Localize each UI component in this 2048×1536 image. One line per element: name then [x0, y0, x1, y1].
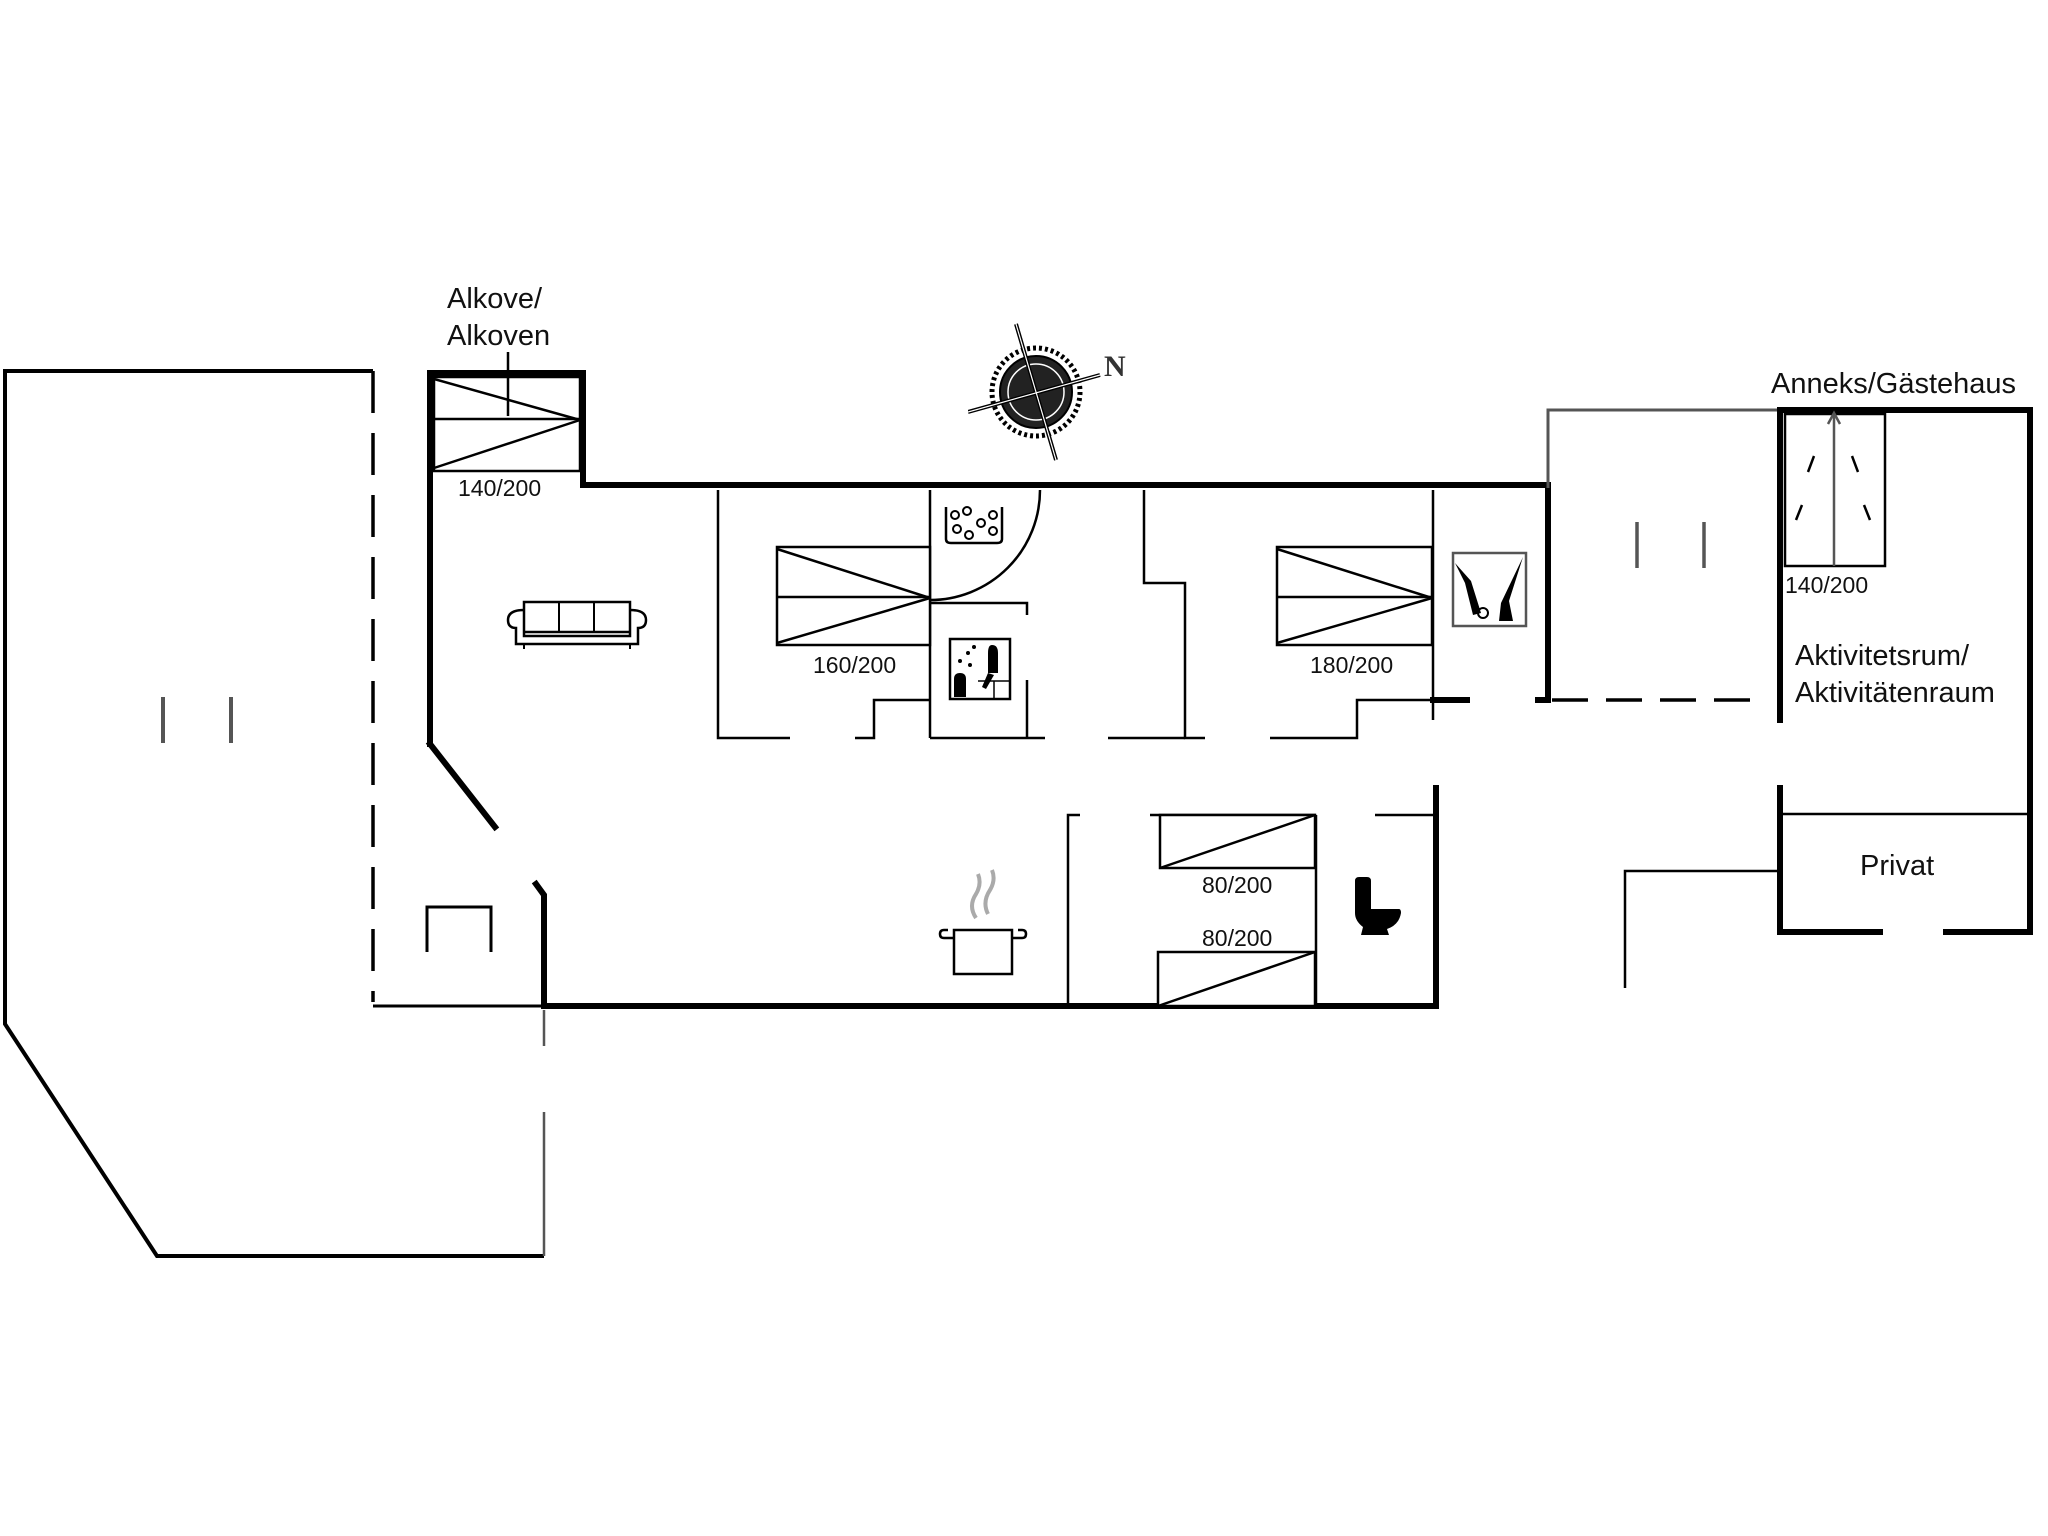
bed-size-annex: 140/200 [1785, 572, 1869, 598]
bed-size-alkove: 140/200 [458, 475, 542, 501]
bed-180 [1275, 545, 1434, 647]
bed-size-bunk-upper: 80/200 [1202, 872, 1273, 898]
compass-north-label: N [1104, 350, 1126, 383]
activity-label-line1: Aktivitetsrum/ [1795, 640, 1970, 672]
main-walls [425, 482, 1551, 1009]
terrace-left [3, 369, 546, 1258]
activity-label-line2: Aktivitätenraum [1795, 677, 1995, 709]
annex-label: Anneks/Gästehaus [1771, 368, 2017, 400]
private-label: Privat [1860, 850, 1935, 882]
activity-room-label: Aktivitetsrum/ Aktivitätenraum [1795, 638, 1995, 712]
bed-size-bedroom1: 160/200 [813, 652, 897, 678]
wood-stove-icon [424, 904, 494, 954]
alkove-room [427, 352, 586, 747]
compass-rose-icon: N [967, 320, 1126, 465]
alkove-label-line2: Alkoven [447, 320, 551, 352]
cooking-pot-icon [938, 868, 1030, 978]
bed-size-bedroom2: 180/200 [1310, 652, 1394, 678]
vacuum-cleaner-icon [1451, 551, 1528, 628]
toilet-icon [1351, 875, 1403, 937]
bunk-beds [1156, 813, 1317, 1008]
sauna-icon [948, 637, 1012, 701]
alkove-label-line1: Alkove/ [447, 283, 543, 315]
bed-size-bunk-lower: 80/200 [1202, 925, 1273, 951]
hot-tub-icon [943, 503, 1005, 545]
annex-walls [1546, 407, 2033, 988]
alkove-label: Alkove/ Alkoven [447, 281, 550, 355]
sofa-icon [504, 598, 650, 650]
bed-160 [775, 545, 932, 647]
